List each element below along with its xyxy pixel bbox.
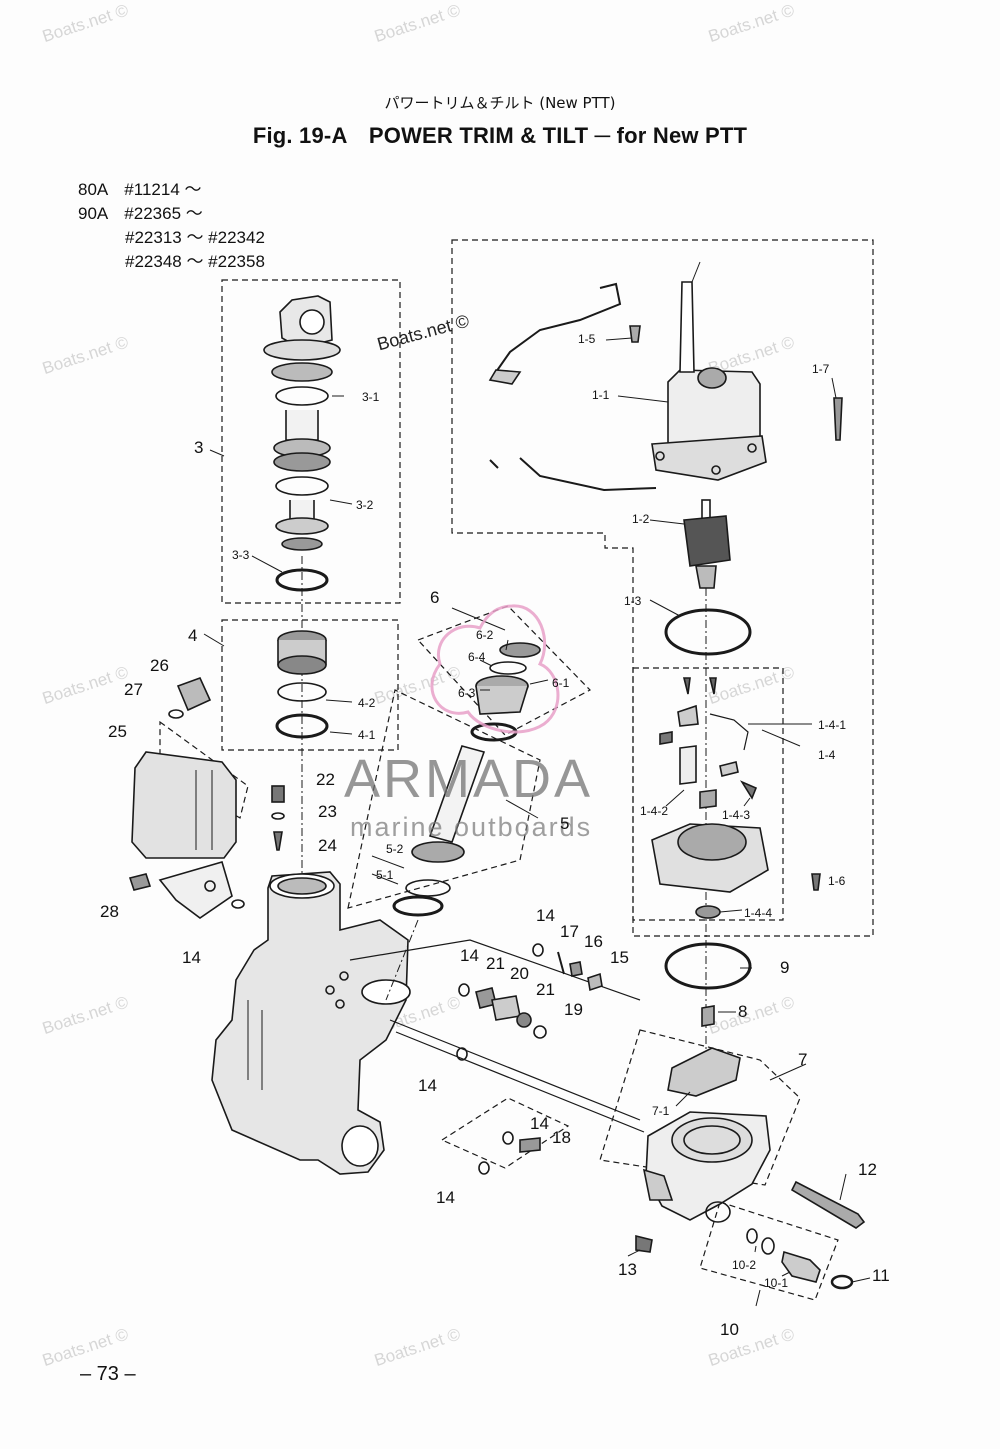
label-14-top: 14 bbox=[536, 906, 555, 925]
group-boxes bbox=[159, 239, 874, 1301]
label-5: 5 bbox=[560, 814, 570, 833]
label-1-1: 1-1 bbox=[592, 388, 610, 402]
part-3-rod-assembly bbox=[263, 295, 341, 1040]
label-28: 28 bbox=[100, 902, 119, 921]
part-1-3-o-ring bbox=[664, 608, 752, 656]
label-10: 10 bbox=[720, 1320, 739, 1339]
label-6-4: 6-4 bbox=[468, 650, 486, 664]
label-1-4-3: 1-4-3 bbox=[722, 808, 751, 822]
label-3: 3 bbox=[194, 438, 204, 457]
part-6-free-piston bbox=[470, 642, 541, 742]
label-3-3: 3-3 bbox=[232, 548, 250, 562]
label-12: 12 bbox=[858, 1160, 877, 1179]
label-1-4-2: 1-4-2 bbox=[640, 804, 669, 818]
label-24: 24 bbox=[318, 836, 337, 855]
group-box-5 bbox=[347, 689, 541, 909]
part-25-cover bbox=[131, 751, 237, 859]
label-3-2: 3-2 bbox=[356, 498, 374, 512]
label-1-2: 1-2 bbox=[632, 512, 650, 526]
label-14-bottom: 14 bbox=[436, 1188, 455, 1207]
part-7-pump-assembly bbox=[642, 1047, 771, 1223]
label-6-3: 6-3 bbox=[458, 686, 476, 700]
label-6-1: 6-1 bbox=[552, 676, 570, 690]
serial-range-2: #22348 ～ #22358 bbox=[125, 252, 265, 271]
label-21-top: 21 bbox=[486, 954, 505, 973]
group-box-7 bbox=[599, 1029, 801, 1186]
label-1-5: 1-5 bbox=[578, 332, 596, 346]
armada-logo-mark bbox=[430, 604, 560, 734]
group-box-1 bbox=[451, 239, 874, 937]
label-9: 9 bbox=[780, 958, 790, 977]
serial-range-1: #22313 ～ #22342 bbox=[125, 228, 265, 247]
label-23: 23 bbox=[318, 802, 337, 821]
label-1-3: 1-3 bbox=[624, 594, 642, 608]
label-13: 13 bbox=[618, 1260, 637, 1279]
part-9-o-ring bbox=[664, 942, 752, 990]
label-19: 19 bbox=[564, 1000, 583, 1019]
label-18: 18 bbox=[552, 1128, 571, 1147]
serial-80a: 80A #11214 ～ bbox=[78, 180, 202, 199]
figure-title: Fig. 19-A POWER TRIM & TILT ─ for New PT… bbox=[252, 123, 748, 148]
parts-26-27 bbox=[168, 676, 212, 719]
label-1-7: 1-7 bbox=[812, 362, 830, 376]
label-6: 6 bbox=[430, 588, 440, 607]
label-8: 8 bbox=[738, 1002, 748, 1021]
label-5-1: 5-1 bbox=[376, 868, 394, 882]
part-5-tilt-rod bbox=[385, 745, 486, 1001]
label-7: 7 bbox=[798, 1050, 808, 1069]
part-1-1-motor bbox=[488, 261, 843, 492]
armada-watermark-sub: marine outboards bbox=[350, 812, 593, 842]
label-22: 22 bbox=[316, 770, 335, 789]
label-14-mid: 14 bbox=[460, 946, 479, 965]
label-14-box: 14 bbox=[530, 1114, 549, 1133]
ptt-housing-body bbox=[211, 871, 411, 1175]
label-26: 26 bbox=[150, 656, 169, 675]
label-4-2: 4-2 bbox=[358, 696, 376, 710]
label-6-2: 6-2 bbox=[476, 628, 494, 642]
label-10-1: 10-1 bbox=[764, 1276, 789, 1290]
label-25: 25 bbox=[108, 722, 127, 741]
parts-22-24 bbox=[271, 785, 285, 851]
label-5-2: 5-2 bbox=[386, 842, 404, 856]
group-box-6 bbox=[416, 605, 591, 736]
group-box-4 bbox=[221, 619, 399, 751]
part-8-coupling bbox=[701, 1005, 715, 1027]
label-1-6: 1-6 bbox=[828, 874, 846, 888]
label-4-1: 4-1 bbox=[358, 728, 376, 742]
label-3-1: 3-1 bbox=[362, 390, 380, 404]
label-21-bottom: 21 bbox=[536, 980, 555, 999]
parts-10-13 bbox=[635, 1180, 866, 1290]
part-28-bracket bbox=[128, 861, 245, 919]
armada-watermark: ARMADA bbox=[344, 749, 594, 809]
label-10-2: 10-2 bbox=[732, 1258, 757, 1272]
label-16: 16 bbox=[584, 932, 603, 951]
group-box-3 bbox=[221, 279, 401, 604]
part-4-piston bbox=[275, 630, 329, 739]
japanese-title: パワートリム＆チルト (New PTT) bbox=[384, 94, 616, 112]
fluid-lines-and-valves bbox=[349, 939, 645, 1175]
label-17: 17 bbox=[560, 922, 579, 941]
label-1-4-1: 1-4-1 bbox=[818, 718, 847, 732]
group-box-18 bbox=[440, 1097, 570, 1169]
leader-lines bbox=[203, 337, 871, 1307]
label-1-4-4: 1-4-4 bbox=[744, 906, 773, 920]
group-box-10 bbox=[699, 1201, 839, 1301]
label-14-left: 14 bbox=[182, 948, 201, 967]
group-box-1-4 bbox=[632, 667, 784, 921]
label-4: 4 bbox=[188, 626, 198, 645]
serial-90a: 90A #22365 ～ bbox=[78, 204, 203, 223]
label-27: 27 bbox=[124, 680, 143, 699]
part-1-4-brush-assembly bbox=[651, 677, 821, 919]
label-15: 15 bbox=[610, 948, 629, 967]
label-1-4: 1-4 bbox=[818, 748, 836, 762]
label-20: 20 bbox=[510, 964, 529, 983]
page-number: – 73 – bbox=[80, 1363, 136, 1385]
label-14-low: 14 bbox=[418, 1076, 437, 1095]
label-11: 11 bbox=[872, 1266, 890, 1285]
label-7-1: 7-1 bbox=[652, 1104, 670, 1118]
